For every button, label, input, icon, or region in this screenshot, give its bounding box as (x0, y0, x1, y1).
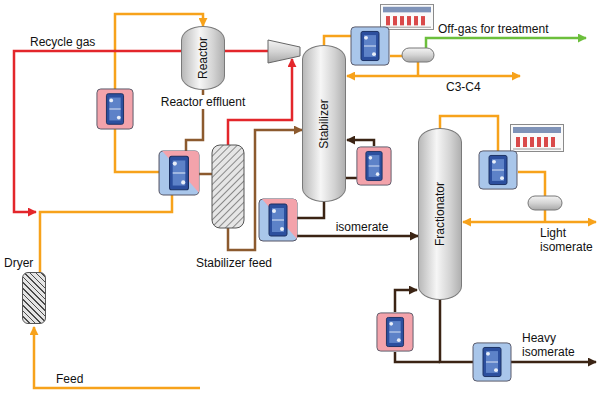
stream-label: Off-gas for treatment (438, 22, 549, 36)
drum-outlet-line (544, 210, 547, 222)
reboiler-return-line (395, 290, 417, 312)
vessel-label: Reactor (196, 37, 210, 79)
reactor-vessel: Reactor (181, 26, 225, 90)
reflux-drum (528, 196, 562, 210)
stream-label: Recycle gas (30, 35, 95, 49)
overhead-line (324, 36, 352, 45)
vessel-label: Fractionator (433, 182, 447, 246)
air-cooler-symbol (511, 125, 564, 152)
stream-label: Light isomerate (540, 226, 598, 254)
stream-label: isomerate (334, 220, 391, 234)
off-gas-line (426, 38, 586, 48)
separator-vessel (212, 145, 244, 228)
air-cooler-symbol (381, 4, 434, 29)
overhead-line (518, 172, 545, 197)
reboiler-symbol (377, 313, 413, 351)
vessel-label: Stabilizer (317, 99, 331, 148)
stream-label: Reactor effluent (159, 95, 248, 109)
dryer-vessel: Dryer (22, 272, 46, 324)
heavy-isomerate-line (440, 300, 596, 362)
heater-symbol (97, 89, 133, 129)
cooler-symbol (473, 343, 511, 381)
drum-outlet-line (417, 62, 420, 76)
reflux-line (463, 221, 545, 224)
light-isomerate-line (545, 221, 596, 224)
condenser-symbol (351, 27, 389, 65)
condenser-symbol (479, 151, 517, 189)
reboiler-feed-line (346, 177, 357, 180)
stream-label: C3-C4 (446, 80, 481, 94)
reflux-line (347, 75, 418, 78)
reboiler-feed-line (395, 352, 440, 362)
heat-exchanger (159, 151, 199, 195)
compressor-symbol (268, 40, 300, 63)
column-vessel: Fractionator (418, 128, 462, 300)
reflux-drum (402, 48, 434, 62)
process-stream (278, 202, 418, 236)
process-stream (186, 90, 302, 250)
stream-label: Feed (56, 372, 83, 386)
feed-line (34, 327, 200, 388)
reboiler-return-line (347, 140, 374, 146)
column-vessel: Stabilizer (302, 45, 346, 202)
lpg-line (418, 75, 520, 78)
heat-exchanger (259, 199, 297, 241)
overhead-line (390, 55, 403, 58)
stream-label: Heavy isomerate (522, 331, 584, 359)
stream-label: Stabilizer feed (196, 256, 272, 270)
vessel-label: Dryer (4, 256, 33, 270)
process-stream (40, 14, 203, 272)
reboiler-symbol (357, 147, 391, 185)
